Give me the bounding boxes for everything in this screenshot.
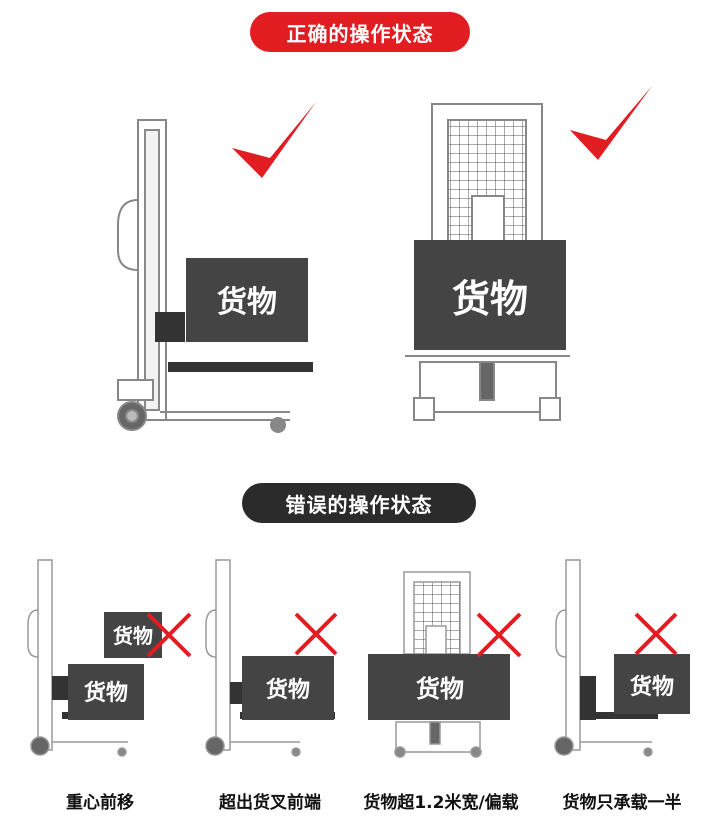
correct-front-view-stacker <box>405 103 570 421</box>
caption-beyond-fork: 超出货叉前端 <box>219 793 321 813</box>
cargo-label: 货物 <box>217 285 277 320</box>
cargo-label: 货物 <box>266 677 310 703</box>
cargo-label: 货物 <box>630 674 674 700</box>
check-icon <box>232 102 316 178</box>
check-icon <box>570 86 652 160</box>
cargo-box <box>68 664 144 720</box>
caption-half-supported: 货物只承载一半 <box>562 793 682 813</box>
cargo-box <box>186 258 308 342</box>
wrong-too-wide-stacker <box>394 571 482 758</box>
cargo-box <box>242 656 334 720</box>
cross-icon <box>634 612 678 656</box>
cargo-box <box>414 240 566 350</box>
caption-too-wide: 货物超1.2米宽/偏载 <box>363 793 519 813</box>
cargo-label: 货物 <box>452 277 528 321</box>
cargo-label: 货物 <box>84 680 128 706</box>
correct-operation-header: 正确的操作状态 <box>250 12 470 52</box>
wrong-half-supported-stacker <box>554 559 658 757</box>
cargo-label: 货物 <box>113 624 153 648</box>
cargo-label: 货物 <box>416 675 464 703</box>
correct-side-view-stacker <box>117 119 313 433</box>
cross-icon <box>476 612 522 658</box>
cross-icon <box>146 612 192 658</box>
caption-gravity-forward: 重心前移 <box>66 793 134 813</box>
cargo-box <box>368 654 510 720</box>
cross-icon <box>294 612 338 656</box>
wrong-operation-header: 错误的操作状态 <box>242 483 476 523</box>
cargo-box <box>614 654 690 714</box>
